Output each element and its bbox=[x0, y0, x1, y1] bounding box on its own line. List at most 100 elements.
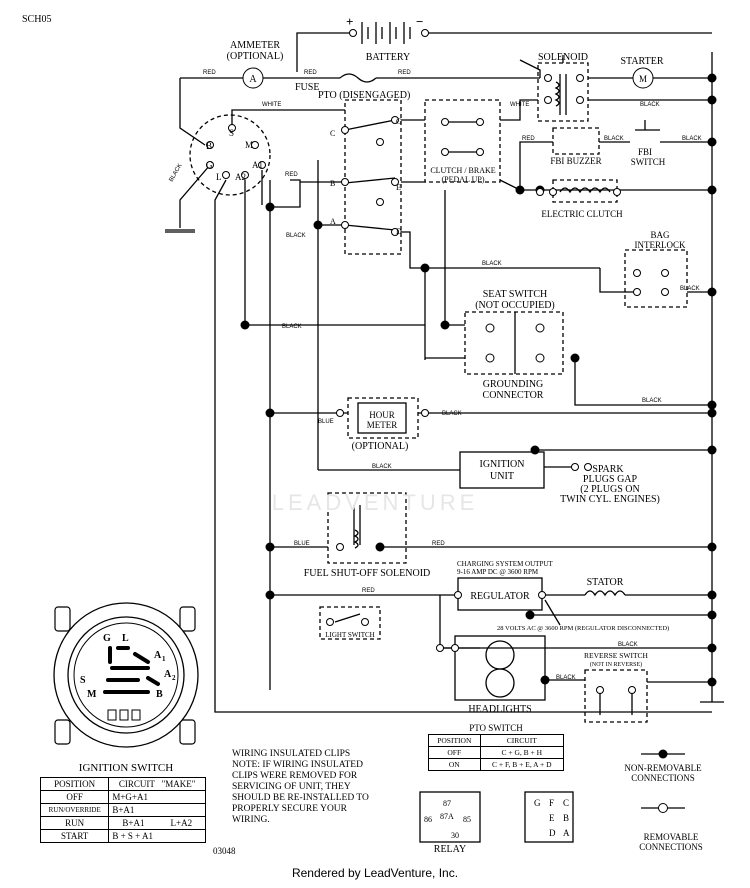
ign-g-label: G bbox=[103, 633, 111, 644]
wire-black-10: BLACK bbox=[442, 411, 462, 417]
term-s: S bbox=[229, 128, 234, 138]
wire-red-6: RED bbox=[432, 541, 445, 547]
relay-30: 30 bbox=[451, 831, 459, 840]
clips-note-line: WIRING INSULATED CLIPS bbox=[232, 749, 350, 759]
solenoid-label: SOLENOID bbox=[538, 52, 588, 63]
pto-table: POSITION CIRCUIT OFF C + G, B + H ON C +… bbox=[428, 734, 565, 771]
pto-label: PTO (DISENGAGED) bbox=[318, 90, 410, 101]
term-l: L bbox=[216, 172, 222, 182]
battery-plus: + bbox=[346, 14, 353, 29]
fuse-label: FUSE bbox=[295, 82, 319, 93]
conn-e: E bbox=[549, 813, 555, 823]
pto-term-a: A bbox=[330, 217, 336, 226]
clips-note-line: PROPERLY SECURE YOUR bbox=[232, 804, 348, 814]
relay-87: 87 bbox=[443, 799, 451, 808]
ign-table-cell: RUN bbox=[39, 816, 110, 830]
term-m: M bbox=[245, 140, 253, 150]
wire-red-7: RED bbox=[362, 588, 375, 594]
reverse-switch-label: REVERSE SWITCH bbox=[584, 651, 649, 660]
ign-table-cell: START bbox=[39, 829, 110, 843]
term-a2: A2 bbox=[235, 172, 246, 182]
clutch-brake-label: CLUTCH / BRAKE bbox=[430, 166, 495, 175]
fbi-switch-label: FBI bbox=[638, 147, 652, 157]
ign-table-header: CIRCUIT "MAKE" bbox=[108, 777, 206, 791]
ignition-unit-label: IGNITION bbox=[480, 459, 525, 470]
seat-switch-sub: (NOT OCCUPIED) bbox=[475, 300, 555, 311]
ignition-switch-title: IGNITION SWITCH bbox=[79, 762, 173, 774]
ign-table-cell: OFF bbox=[39, 790, 110, 804]
stator-label: STATOR bbox=[587, 577, 624, 588]
legend-nonremovable-sub: CONNECTIONS bbox=[631, 773, 695, 783]
wire-red-3: RED bbox=[398, 70, 411, 76]
term-a1: A1 bbox=[252, 160, 263, 170]
wire-red-2: RED bbox=[304, 70, 317, 76]
fuel-shutoff-label: FUEL SHUT-OFF SOLENOID bbox=[304, 568, 431, 579]
clips-note-line: WIRING. bbox=[232, 815, 270, 825]
wire-red-1: RED bbox=[203, 70, 216, 76]
fbi-buzzer-label: FBI BUZZER bbox=[550, 156, 601, 166]
volts-note: 28 VOLTS AC @ 3600 RPM (REGULATOR DISCON… bbox=[497, 625, 669, 632]
wire-black-5: BLACK bbox=[169, 163, 184, 183]
ign-a1-sub: 1 bbox=[162, 655, 166, 663]
part-code: 03048 bbox=[213, 846, 236, 856]
electric-clutch-label: ELECTRIC CLUTCH bbox=[541, 209, 623, 219]
pto-table-title: PTO SWITCH bbox=[469, 723, 523, 733]
ignition-switch-diagram: G L A 1 A 2 S M B bbox=[53, 602, 199, 748]
hour-meter-optional: (OPTIONAL) bbox=[352, 441, 409, 452]
wire-red-4: RED bbox=[522, 136, 535, 142]
pto-table-cell: ON bbox=[428, 758, 481, 771]
wire-blue-1: BLUE bbox=[318, 419, 334, 425]
ign-s-label: S bbox=[80, 675, 86, 686]
conn-a: A bbox=[563, 828, 570, 838]
meter-label: METER bbox=[367, 420, 398, 430]
ign-table-header: POSITION bbox=[39, 777, 110, 791]
pto-table-cell: C + F, B + E, A + D bbox=[479, 758, 565, 771]
ign-table-cell: B+A1 bbox=[108, 803, 206, 817]
ign-table-cell: B + S + A1 bbox=[108, 829, 206, 843]
wire-black-8: BLACK bbox=[282, 324, 302, 330]
wire-black-2: BLACK bbox=[604, 136, 624, 142]
ign-table-cell: M+G+A1 bbox=[108, 790, 206, 804]
ign-table-cell: RUN/OVERRIDE bbox=[39, 803, 110, 817]
wire-black-13: BLACK bbox=[556, 675, 576, 681]
twin-cyl-label: TWIN CYL. ENGINES) bbox=[560, 494, 660, 505]
battery-label: BATTERY bbox=[366, 52, 410, 63]
conn-c: C bbox=[563, 798, 569, 808]
pto-table-cell: C + G, B + H bbox=[479, 746, 565, 759]
wire-white-2: WHITE bbox=[510, 102, 529, 108]
ammeter-optional: (OPTIONAL) bbox=[227, 51, 284, 62]
spark-label: SPARK bbox=[592, 464, 624, 475]
ign-a2-sub: 2 bbox=[172, 674, 176, 682]
pto-term-c: C bbox=[330, 129, 335, 138]
ammeter-label: AMMETER bbox=[230, 40, 280, 51]
charging-output-label: CHARGING SYSTEM OUTPUT bbox=[457, 560, 553, 568]
clutch-brake-sub: (PEDAL UP) bbox=[441, 175, 484, 184]
wire-blue-2: BLUE bbox=[294, 541, 310, 547]
pto-table-header: POSITION bbox=[428, 734, 481, 747]
reverse-switch-sub: (NOT IN REVERSE) bbox=[590, 661, 642, 668]
clips-note: WIRING INSULATED CLIPS NOTE: IF WIRING I… bbox=[232, 749, 369, 825]
pto-table-header: CIRCUIT bbox=[479, 734, 565, 747]
doc-id: SCH05 bbox=[22, 14, 51, 25]
wire-black-9: BLACK bbox=[642, 398, 662, 404]
seat-switch-label: SEAT SWITCH bbox=[483, 289, 548, 300]
pto-term-b: B bbox=[330, 179, 335, 188]
starter-label: STARTER bbox=[620, 56, 663, 67]
battery-minus: − bbox=[416, 14, 423, 29]
footer: Rendered by LeadVenture, Inc. bbox=[291, 866, 459, 880]
headlights-label: HEADLIGHTS bbox=[468, 704, 531, 715]
grounding-label: GROUNDING bbox=[483, 379, 544, 390]
pto-term-d: D bbox=[396, 227, 402, 236]
wire-black-6: BLACK bbox=[482, 261, 502, 267]
pto-term-e: E bbox=[396, 183, 401, 192]
wire-black-3: BLACK bbox=[682, 136, 702, 142]
bag-label: BAG bbox=[650, 230, 670, 240]
plugs-gap-label: PLUGS GAP bbox=[583, 474, 638, 485]
wire-black-11: BLACK bbox=[372, 464, 392, 470]
relay-label: RELAY bbox=[434, 844, 466, 855]
ignition-table: POSITION CIRCUIT "MAKE" OFF M+G+A1 RUN/O… bbox=[39, 777, 206, 843]
fbi-switch-sub: SWITCH bbox=[631, 157, 666, 167]
two-plugs-label: (2 PLUGS ON bbox=[580, 484, 639, 495]
hour-label: HOUR bbox=[369, 410, 395, 420]
